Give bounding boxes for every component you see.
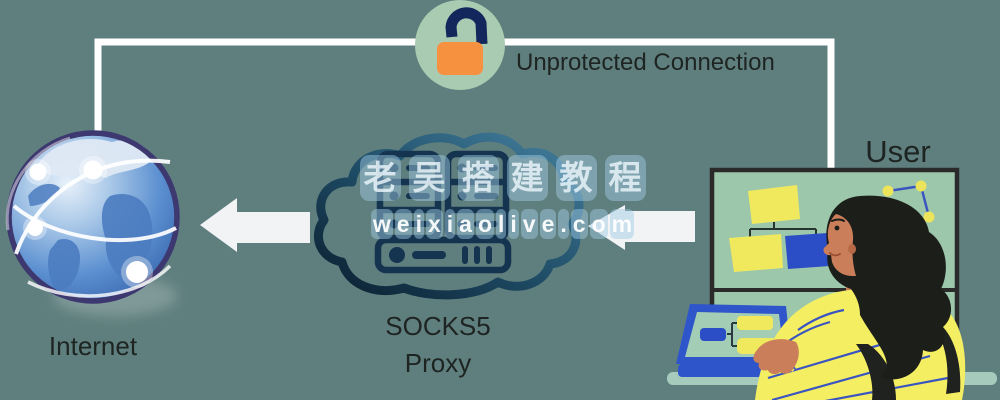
eye [834, 225, 840, 231]
sticky-notes [729, 185, 830, 272]
shadow-wedge-right [934, 326, 961, 394]
cloud-server-icon [313, 132, 584, 300]
node-graph-doodle [882, 180, 935, 223]
connection-label: Unprotected Connection [516, 49, 775, 76]
left-arrow-icon-user-to-proxy [588, 205, 695, 250]
globe-icon [5, 130, 180, 316]
server-rack [374, 150, 512, 274]
woman [753, 195, 966, 400]
left-arrow-icon-proxy-to-internet [200, 198, 310, 252]
unlocked-padlock-icon [415, 0, 505, 90]
shadow-wedge [856, 344, 896, 400]
server-rack-details [389, 163, 498, 264]
proxy-label-line2: Proxy [404, 348, 472, 378]
globe-network-nodes [23, 156, 153, 288]
face [823, 214, 856, 276]
internet-label: Internet [48, 331, 138, 361]
proxy-label-line1: SOCKS5 [385, 311, 491, 341]
person-at-laptop-illustration [667, 167, 997, 400]
proxy-label: SOCKS5 Proxy [338, 308, 538, 382]
eyebrow [831, 218, 845, 222]
hand [753, 339, 799, 375]
smile [829, 252, 841, 257]
user-label: User [865, 134, 931, 169]
ear [848, 244, 856, 254]
hair [826, 195, 952, 380]
